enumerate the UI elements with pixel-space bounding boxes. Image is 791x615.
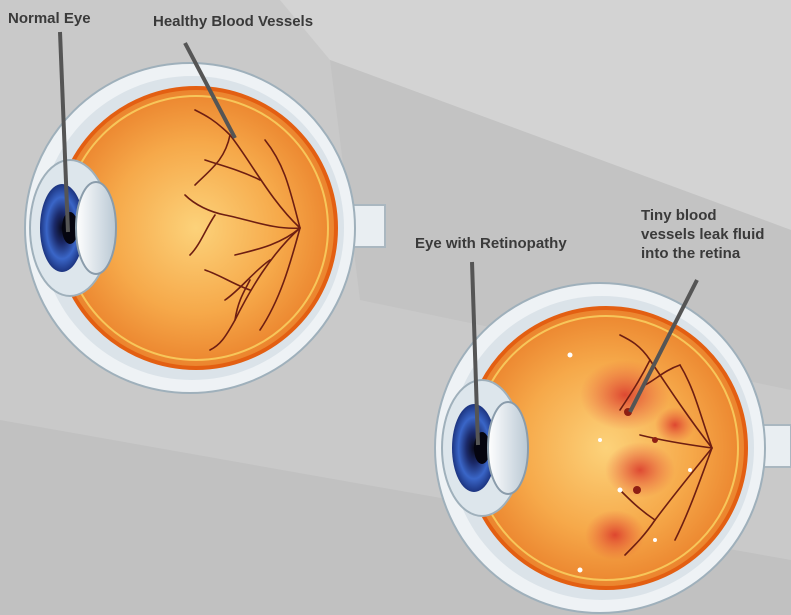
- lens: [488, 402, 528, 494]
- hemorrhage: [585, 510, 645, 560]
- label-normal-eye: Normal Eye: [8, 9, 91, 28]
- lens: [76, 182, 116, 274]
- label-healthy-blood-vessels: Healthy Blood Vessels: [153, 12, 313, 31]
- label-line: Tiny blood: [641, 206, 791, 225]
- label-line: vessels leak fluid: [641, 225, 791, 244]
- normal-eye-illustration: [25, 63, 385, 393]
- label-line: into the retina: [641, 244, 791, 263]
- label-vessels-leak-fluid: Tiny blood vessels leak fluid into the r…: [641, 206, 791, 263]
- label-eye-with-retinopathy: Eye with Retinopathy: [415, 234, 567, 253]
- hemorrhage: [655, 407, 695, 443]
